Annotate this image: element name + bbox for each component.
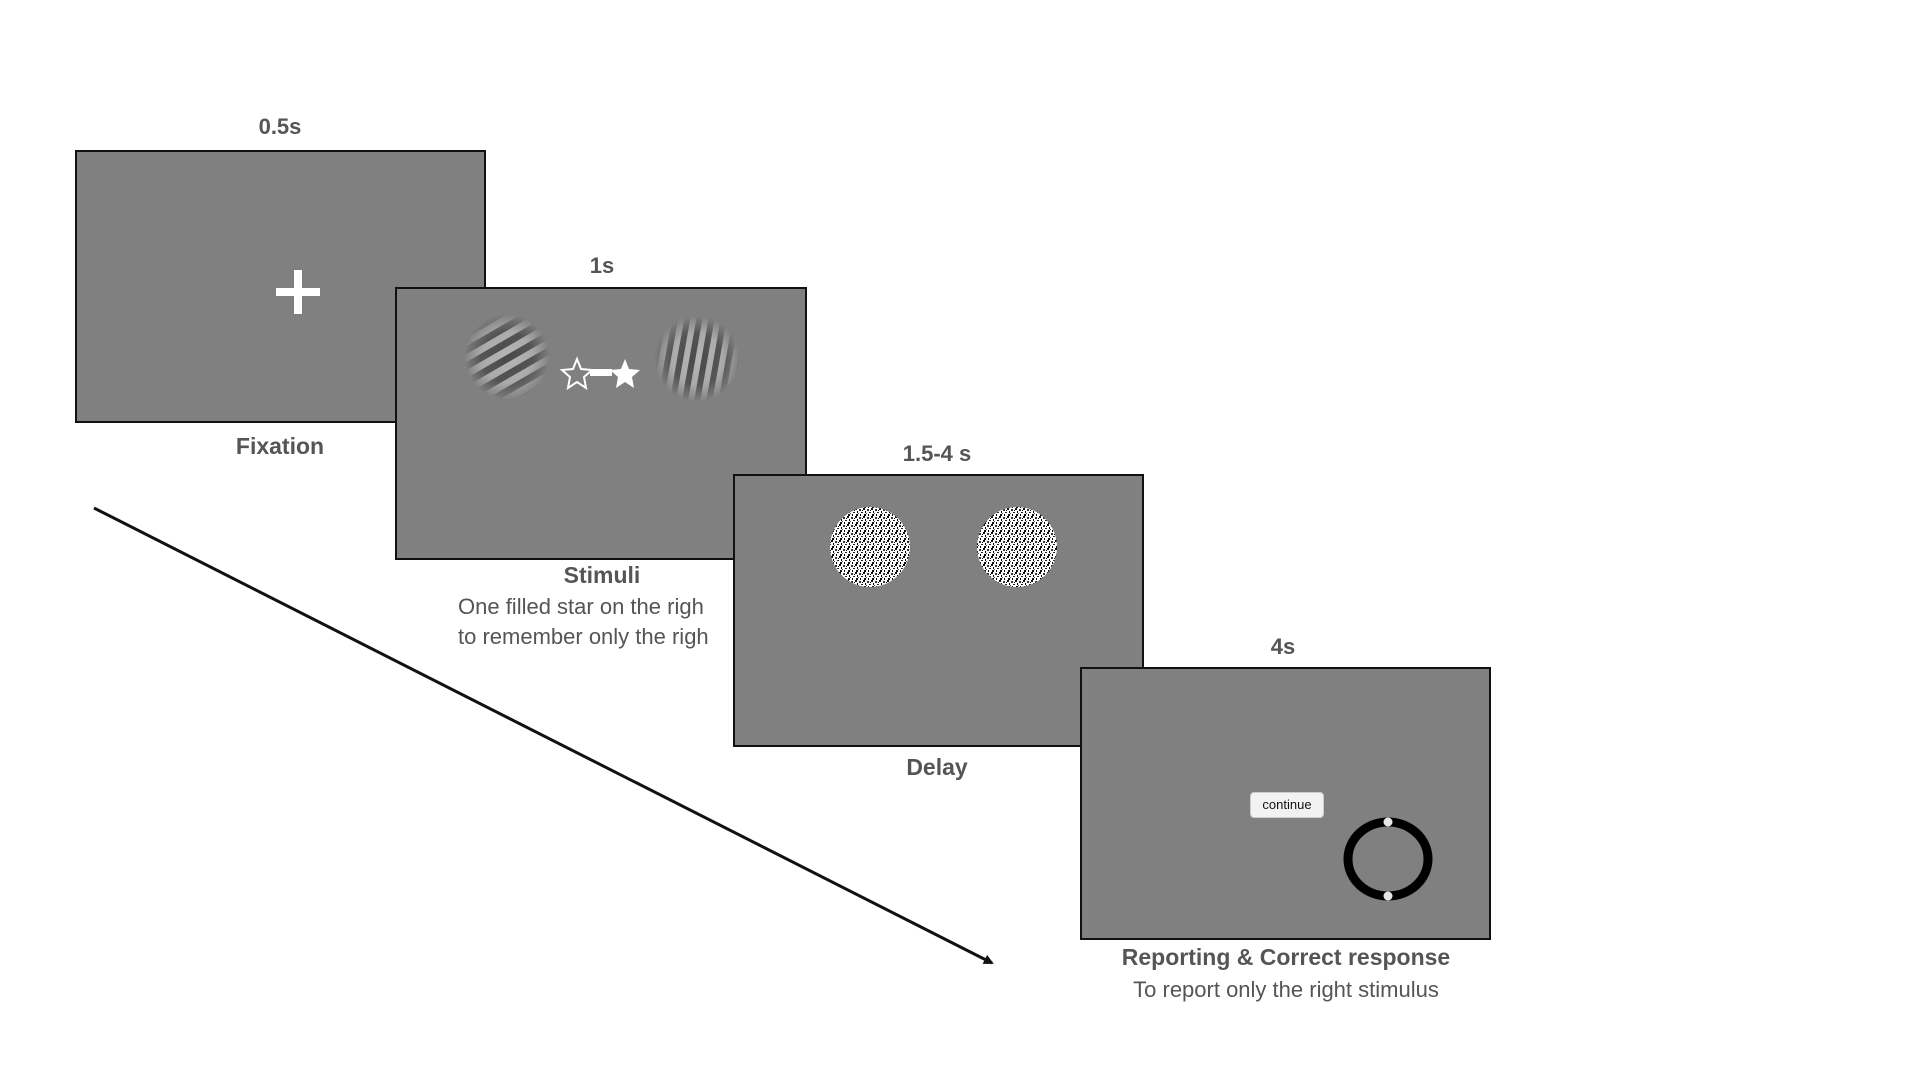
- left-noise-mask: [830, 507, 910, 587]
- reporting-description: To report only the right stimulus: [1133, 977, 1439, 1002]
- reporting-title: Reporting & Correct response: [1121, 944, 1451, 970]
- response-handle-bottom: [1383, 891, 1393, 901]
- delay-screen: [733, 474, 1144, 747]
- cue-bar: [590, 369, 612, 376]
- stimuli-title: Stimuli: [563, 562, 641, 588]
- reporting-screen: continue: [1080, 667, 1491, 940]
- delay-canvas: [830, 507, 1057, 587]
- stimuli-description-line2: to remember only the righ: [458, 624, 709, 649]
- stimuli-description-line1: One filled star on the righ: [458, 594, 704, 619]
- delay-duration-label: 1.5-4 s: [902, 441, 972, 466]
- outline-star-icon: [559, 356, 595, 391]
- filled-star-icon: [610, 359, 640, 388]
- fixation-title: Fixation: [235, 433, 325, 459]
- reporting-duration-label: 4s: [1270, 634, 1296, 659]
- stimuli-duration-label: 1s: [589, 253, 615, 278]
- left-grating: [464, 314, 550, 400]
- stimuli-canvas: [464, 314, 740, 402]
- response-ring-icon[interactable]: [1082, 669, 1491, 940]
- right-grating: [654, 316, 740, 402]
- delay-title: Delay: [906, 754, 968, 780]
- fixation-duration-label: 0.5s: [258, 114, 302, 139]
- right-noise-mask: [977, 507, 1057, 587]
- fixation-cross-icon: [276, 270, 320, 314]
- continue-button[interactable]: continue: [1250, 792, 1324, 818]
- response-handle-top: [1383, 817, 1393, 827]
